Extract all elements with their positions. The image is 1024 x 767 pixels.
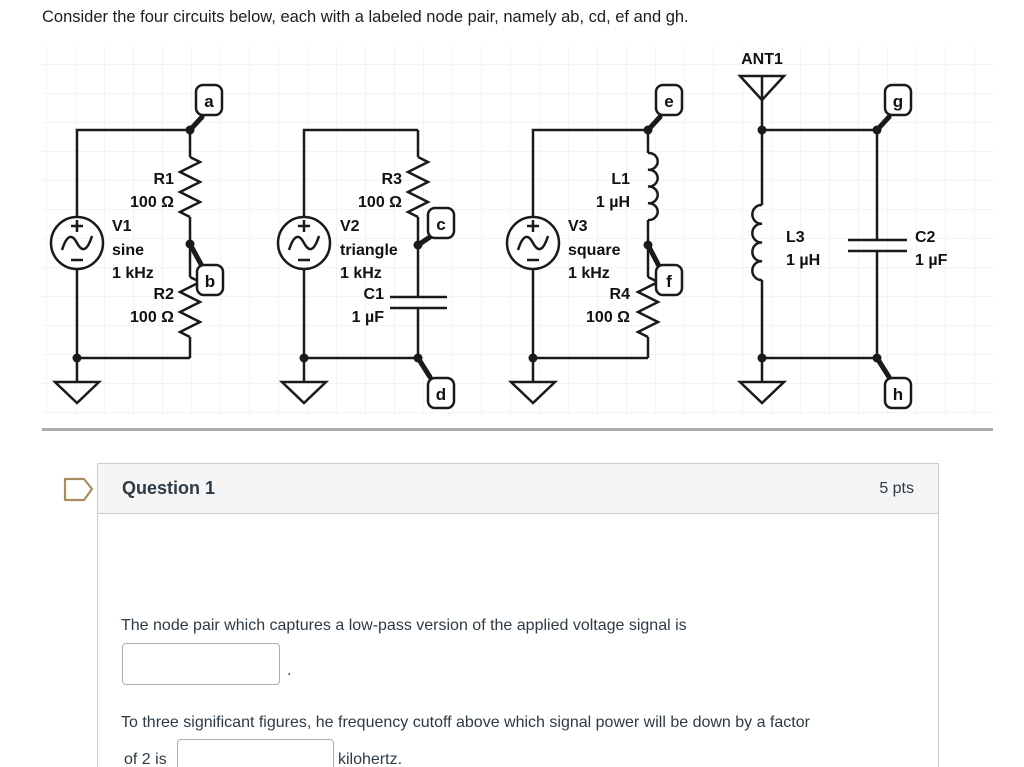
junction-dot [757, 125, 767, 135]
junction-dot [757, 353, 767, 363]
prompt-2-line1: To three significant figures, he frequen… [121, 714, 810, 731]
label-v2-wave: triangle [340, 242, 398, 259]
question-header: Question 1 5 pts [98, 464, 938, 514]
junction-dot [299, 353, 309, 363]
prompt-2-suffix: kilohertz. [338, 751, 403, 767]
node-label-f: f [666, 272, 672, 291]
node-label-b: b [205, 272, 215, 291]
node-label-g: g [893, 92, 903, 111]
label-v2: V2 [340, 218, 360, 235]
label-c2-value: 1 µF [915, 252, 948, 269]
wire [760, 280, 877, 360]
node-box-e [654, 83, 684, 117]
node-label-e: e [664, 92, 673, 111]
label-v1-freq: 1 kHz [112, 265, 154, 282]
label-l3: L3 [786, 229, 805, 246]
label-v3-wave: square [568, 242, 621, 259]
node-label-h: h [893, 385, 903, 404]
node-pointer [645, 114, 663, 133]
circuit-3: e f L1 1 µH V3 square 1 kHz R4 100 Ω [505, 83, 684, 405]
node-box-g [883, 83, 913, 117]
ground-icon [51, 380, 103, 405]
node-box-h [883, 376, 913, 410]
label-v2-freq: 1 kHz [340, 265, 382, 282]
label-l1: L1 [611, 171, 630, 188]
question-intro-text: Consider the four circuits below, each w… [42, 8, 689, 26]
label-c1-value: 1 µF [352, 309, 385, 326]
label-v3-freq: 1 kHz [568, 265, 610, 282]
label-r2-value: 100 Ω [130, 309, 174, 326]
label-r3-value: 100 Ω [358, 194, 402, 211]
junction-dot [72, 353, 82, 363]
prompt-1-suffix: . [287, 662, 292, 679]
circuit-4: ANT1 g h L3 [736, 51, 948, 410]
circuit-diagram: a b R1 100 Ω V1 sine 1 kHz R2 100 Ω [42, 47, 993, 414]
label-r1: R1 [154, 171, 175, 188]
node-box-d [426, 376, 456, 410]
label-c2: C2 [915, 229, 936, 246]
node-pointer [645, 242, 663, 271]
node-box-b [195, 263, 225, 297]
question-panel: Question 1 5 pts The node pair which cap… [97, 463, 939, 767]
node-label-c: c [436, 215, 445, 234]
node-pointer [874, 114, 892, 133]
prompt-1-text: The node pair which captures a low-pass … [121, 617, 687, 634]
ground-icon [278, 380, 330, 405]
node-pointer [415, 355, 433, 380]
answer-1-input[interactable] [122, 643, 280, 685]
label-c1: C1 [364, 286, 385, 303]
voltage-source-v1 [49, 215, 105, 271]
node-pointer [187, 114, 205, 133]
label-r2: R2 [154, 286, 175, 303]
question-body: The node pair which captures a low-pass … [98, 514, 938, 767]
node-box-a [194, 83, 224, 117]
node-pointer [415, 234, 433, 248]
inductor-l1 [647, 151, 659, 222]
voltage-source-v3 [505, 215, 561, 271]
ground-icon [507, 380, 559, 405]
resistor-r1 [177, 155, 203, 219]
node-pointer [187, 241, 206, 271]
label-r3: R3 [382, 171, 403, 188]
sine-wave-icon [287, 235, 321, 251]
node-label-a: a [204, 92, 214, 111]
resistor-r4 [635, 275, 661, 339]
section-divider [42, 428, 993, 431]
antenna-icon [737, 74, 787, 130]
sine-wave-icon [60, 235, 94, 251]
label-v1: V1 [112, 218, 132, 235]
question-title: Question 1 [122, 478, 216, 498]
question-points: 5 pts [879, 479, 914, 497]
node-pointer [874, 355, 892, 380]
inductor-l3 [751, 203, 763, 282]
node-box-f [654, 263, 684, 297]
junction-dot [528, 353, 538, 363]
label-r4: R4 [610, 286, 631, 303]
ground-icon [736, 380, 788, 405]
label-v1-wave: sine [112, 242, 144, 259]
label-l3-value: 1 µH [786, 252, 820, 269]
label-v3: V3 [568, 218, 588, 235]
node-label-d: d [436, 385, 446, 404]
label-l1-value: 1 µH [596, 194, 630, 211]
label-ant1: ANT1 [741, 51, 783, 68]
node-box-c [426, 206, 456, 240]
circuit-1: a b R1 100 Ω V1 sine 1 kHz R2 100 Ω [49, 83, 225, 405]
label-r1-value: 100 Ω [130, 194, 174, 211]
prompt-2-line2-prefix: of 2 is [124, 751, 167, 767]
resistor-r3 [405, 155, 431, 219]
flag-question-icon[interactable] [63, 477, 95, 502]
sine-wave-icon [516, 235, 550, 251]
circuit-2: c d R3 100 Ω V2 triangle 1 kHz C1 1 µF [276, 128, 456, 410]
voltage-source-v2 [276, 215, 332, 271]
label-r4-value: 100 Ω [586, 309, 630, 326]
answer-2-input[interactable] [177, 739, 334, 767]
